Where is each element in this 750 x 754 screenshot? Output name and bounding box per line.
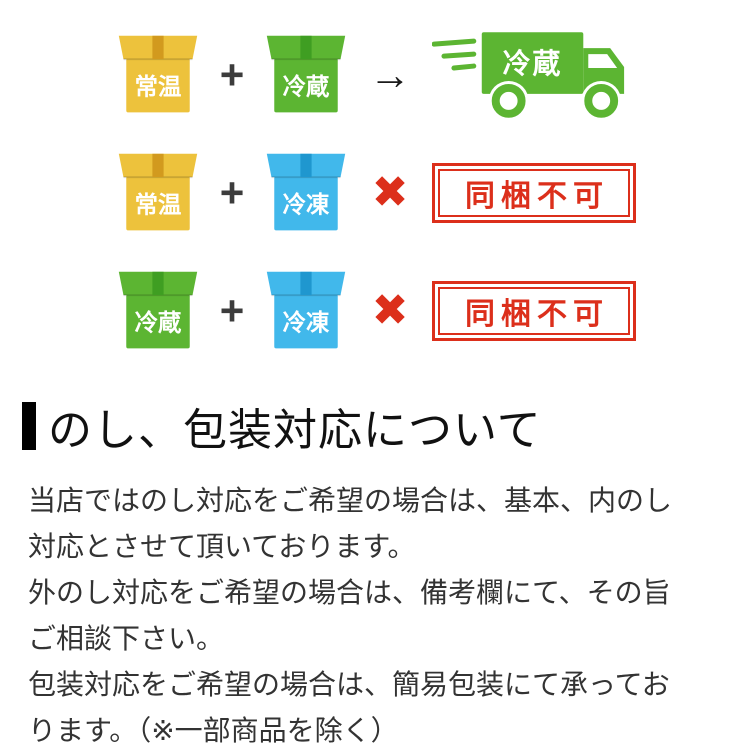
heading-bar bbox=[22, 402, 36, 450]
section-heading: のし、包装対応について bbox=[22, 394, 722, 458]
speed-lines-icon bbox=[432, 38, 477, 71]
cross-operator: ✖ bbox=[371, 286, 409, 335]
no-bundling-stamp: 同梱不可 bbox=[432, 281, 636, 341]
stamp-inner-border: 同梱不可 bbox=[438, 169, 630, 217]
plus-operator: + bbox=[219, 169, 245, 216]
box-label: 常温 bbox=[135, 74, 182, 100]
box-label: 冷蔵 bbox=[135, 309, 182, 336]
box-tape bbox=[300, 153, 312, 178]
box-label: 冷凍 bbox=[283, 309, 330, 336]
combination-row-1: 常温 + 冷蔵 → bbox=[116, 28, 750, 122]
delivery-truck-icon: 冷蔵 bbox=[432, 31, 625, 121]
cross-operator: ✖ bbox=[371, 168, 409, 217]
plus-operator: + bbox=[219, 51, 245, 98]
noshi-paragraph-3: 包装対応をご希望の場合は、簡易包装にて承っております。（※一部商品を除く） bbox=[28, 669, 670, 746]
truck-window bbox=[588, 53, 618, 68]
box-tape bbox=[300, 271, 312, 296]
stamp-inner-border: 同梱不可 bbox=[438, 287, 630, 335]
package-box-icon: 冷凍 bbox=[266, 271, 346, 349]
package-box-icon: 冷蔵 bbox=[266, 35, 346, 113]
box-label: 冷凍 bbox=[283, 191, 330, 218]
package-box-icon: 常温 bbox=[118, 153, 198, 231]
arrow-operator: → bbox=[369, 51, 411, 98]
combination-row-3: 冷蔵 + 冷凍 ✖ 同梱不可 bbox=[116, 264, 750, 358]
box-tape bbox=[300, 35, 312, 60]
stamp-label: 同梱不可 bbox=[465, 180, 609, 213]
box-tape bbox=[152, 271, 164, 296]
truck-label: 冷蔵 bbox=[503, 48, 563, 79]
package-box-icon: 冷蔵 bbox=[118, 271, 198, 349]
box-label: 冷蔵 bbox=[283, 73, 330, 100]
stamp-label: 同梱不可 bbox=[465, 298, 609, 331]
truck-wheel bbox=[491, 83, 526, 118]
combination-row-2: 常温 + 冷凍 ✖ 同梱不可 bbox=[116, 146, 750, 240]
box-body bbox=[274, 176, 338, 231]
box-body bbox=[274, 294, 338, 349]
section-title: のし、包装対応について bbox=[48, 406, 542, 455]
noshi-description: 当店ではのし対応をご希望の場合は、基本、内のし対応とさせて頂いております。 外の… bbox=[0, 474, 750, 754]
no-bundling-stamp: 同梱不可 bbox=[432, 163, 636, 223]
box-tape bbox=[152, 35, 164, 60]
box-body bbox=[274, 58, 338, 113]
noshi-paragraph-1: 当店ではのし対応をご希望の場合は、基本、内のし対応とさせて頂いております。 bbox=[28, 485, 673, 562]
box-tape bbox=[152, 153, 164, 178]
box-label: 常温 bbox=[135, 192, 182, 218]
truck-cargo bbox=[481, 31, 584, 94]
noshi-paragraph-2: 外のし対応をご希望の場合は、備考欄にて、その旨ご相談下さい。 bbox=[28, 577, 671, 654]
package-combination-diagram: 常温 + 冷蔵 → bbox=[0, 0, 750, 358]
truck-wheel bbox=[584, 83, 619, 118]
box-body bbox=[126, 58, 190, 113]
box-body bbox=[126, 176, 190, 231]
package-box-icon: 冷凍 bbox=[266, 153, 346, 231]
plus-operator: + bbox=[219, 287, 245, 334]
box-body bbox=[126, 294, 190, 349]
package-box-icon: 常温 bbox=[118, 35, 198, 113]
